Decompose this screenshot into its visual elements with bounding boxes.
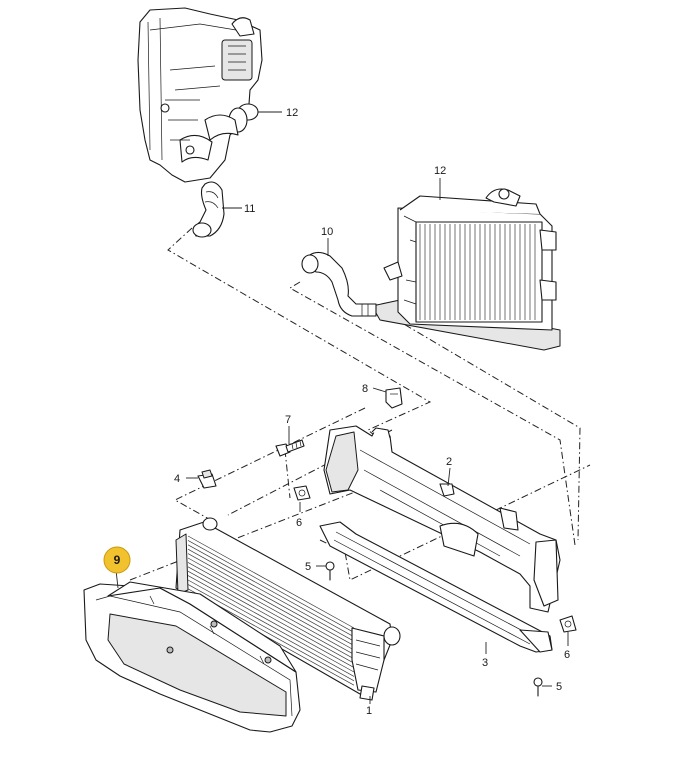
part-12-radiator-assembly bbox=[371, 188, 561, 351]
callout-6-left: 6 bbox=[296, 517, 302, 529]
callout-7: 7 bbox=[285, 414, 291, 426]
callout-10: 10 bbox=[321, 226, 333, 238]
part-4-clip bbox=[197, 469, 217, 489]
radiator-fin bbox=[187, 535, 355, 629]
part-3-rail bbox=[319, 521, 553, 653]
radiator-fin bbox=[187, 584, 355, 677]
part-5-screw-left bbox=[325, 561, 335, 581]
callout-9-highlight[interactable]: 9 bbox=[103, 546, 131, 574]
callout-12-top: 12 bbox=[286, 107, 298, 119]
radiator-fin bbox=[187, 544, 355, 638]
radiator-fin bbox=[187, 575, 355, 668]
callout-4: 4 bbox=[174, 473, 180, 485]
callout-12-right: 12 bbox=[434, 165, 446, 177]
callout-2: 2 bbox=[446, 456, 452, 468]
radiator-fin bbox=[187, 562, 355, 655]
part-12-fan-module-top bbox=[137, 7, 263, 183]
part-6-nut-left bbox=[293, 485, 311, 501]
radiator-fin bbox=[187, 553, 355, 646]
callout-1: 1 bbox=[366, 705, 372, 717]
callout-3: 3 bbox=[482, 657, 488, 669]
part-1-radiator bbox=[175, 517, 401, 701]
callout-6-right: 6 bbox=[564, 649, 570, 661]
callout-9: 9 bbox=[114, 553, 121, 567]
radiator-fin bbox=[187, 570, 355, 664]
part-5-screw-right bbox=[533, 677, 543, 697]
part-7-bolt bbox=[275, 439, 305, 457]
part-8-clip bbox=[385, 387, 403, 409]
radiator-fin bbox=[187, 557, 355, 651]
radiator-fin bbox=[187, 566, 355, 660]
callout-5-left: 5 bbox=[305, 561, 311, 573]
part-10-hose bbox=[301, 251, 377, 317]
part-11-hose bbox=[192, 181, 225, 238]
highlight-circle bbox=[103, 546, 131, 574]
radiator-fin bbox=[187, 579, 355, 673]
part-9-air-guide bbox=[83, 581, 301, 733]
callout-8: 8 bbox=[362, 383, 368, 395]
callouts: 12 11 12 10 8 7 4 2 6 5 1 3 6 5 bbox=[174, 107, 570, 717]
part-6-nut-right bbox=[559, 615, 577, 633]
radiator-fin bbox=[187, 540, 355, 633]
callout-5-right: 5 bbox=[556, 681, 562, 693]
callout-11: 11 bbox=[244, 203, 255, 215]
leader-lines bbox=[115, 111, 569, 704]
radiator-fin bbox=[187, 548, 355, 642]
part-2-air-duct bbox=[323, 425, 561, 613]
